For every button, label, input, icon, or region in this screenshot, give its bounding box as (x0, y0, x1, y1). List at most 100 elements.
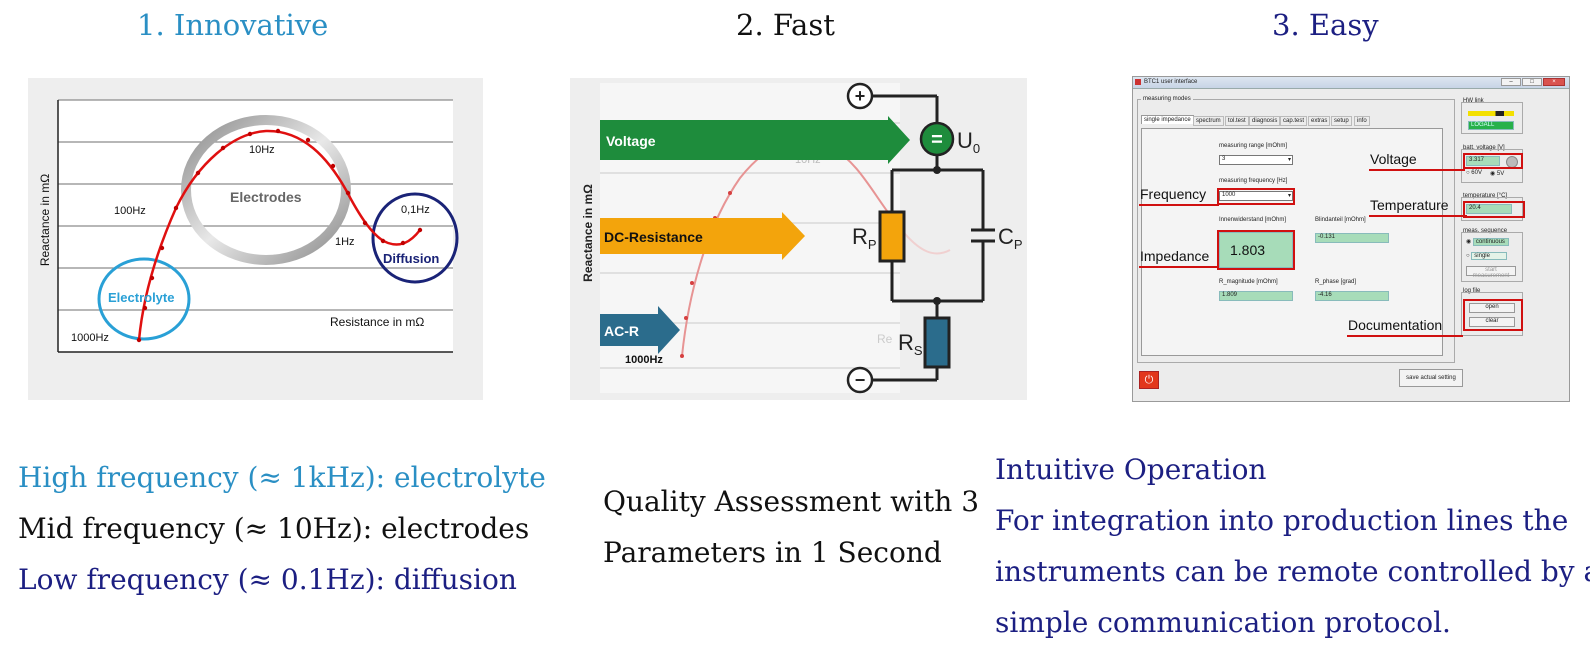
label-electrodes: Electrodes (230, 189, 302, 205)
annotation-frequency: Frequency (1140, 186, 1207, 202)
rs-label: RS (898, 330, 923, 358)
circuit-diagram-panel: Reactance in mΩ 10Hz 1000Hz Re Voltage D… (570, 78, 1027, 400)
annotation-documentation-line (1347, 335, 1463, 337)
annotation-frequency-line (1139, 204, 1219, 206)
measuring-modes-group (1137, 99, 1455, 363)
heading-innovative: 1. Innovative (137, 8, 329, 42)
battery-voltage-display: 3.317 (1466, 156, 1500, 166)
temperature-label: temperature [°C] (1463, 193, 1508, 199)
label-10hz: 10Hz (249, 144, 275, 156)
range-value: 3 (1222, 156, 1226, 162)
maximize-button[interactable]: □ (1522, 78, 1542, 86)
annotation-voltage-box (1463, 153, 1523, 169)
minimize-button[interactable]: – (1501, 78, 1521, 86)
faded-re-label: Re (877, 332, 893, 346)
r-phase-display: -4.16 (1315, 291, 1389, 301)
tab-diagnosis[interactable]: diagnosis (1249, 116, 1281, 126)
tab-info[interactable]: info (1354, 116, 1370, 126)
temperature-display: 20.4 (1466, 204, 1512, 214)
heading-fast: 2. Fast (736, 8, 835, 42)
rs-resistor (923, 316, 951, 369)
faded-curve-tail (899, 227, 951, 255)
chevron-down-icon: ▾ (1287, 193, 1291, 199)
option-5v[interactable]: ◉ 5V (1490, 171, 1505, 177)
gridlines (58, 99, 453, 311)
clear-button[interactable]: clear (1469, 317, 1515, 327)
annotation-temperature: Temperature (1370, 197, 1449, 213)
cp-capacitor (971, 228, 995, 243)
minus-sign: − (855, 370, 866, 390)
annotation-voltage: Voltage (1370, 151, 1417, 167)
label-electrolyte: Electrolyte (108, 290, 174, 305)
text-quality-line2: Parameters in 1 Second (603, 536, 942, 569)
label-1hz: 1Hz (335, 236, 355, 248)
r-phase-label: R_phase [grad] (1315, 279, 1357, 285)
chevron-down-icon: ▾ (1287, 157, 1291, 163)
text-high-frequency: High frequency (≈ 1kHz): electrolyte (18, 461, 546, 494)
power-icon[interactable]: ⏻ (1139, 371, 1159, 389)
option-60v[interactable]: ○ 60V (1466, 170, 1482, 176)
btc1-user-interface-window: BTC1 user interface – □ × measuring mode… (1132, 76, 1570, 402)
annotation-temperature-line (1369, 215, 1467, 217)
nyquist-diagram: Reactance in mΩ Resistance in mΩ 10Hz 10… (38, 99, 459, 353)
voltage-source-icon: = (919, 121, 955, 157)
sequence-single-radio[interactable]: ○ single (1466, 252, 1508, 260)
tab-single-impedance[interactable]: single impedance (1141, 115, 1194, 124)
r-magnitude-label: R_magnitude [mOhm] (1219, 279, 1278, 285)
r-magnitude-display: 1.809 (1219, 291, 1293, 301)
minus-terminal: − (846, 366, 874, 394)
tab-tol-test[interactable]: tol.test (1225, 116, 1249, 126)
frequency-value: 1000 (1222, 192, 1236, 198)
dc-resistance-arrow: DC-Resistance (600, 212, 805, 260)
sequence-group (1461, 232, 1523, 282)
label-1000hz: 1000Hz (71, 332, 109, 344)
measuring-modes-label: measuring modes (1141, 96, 1193, 102)
circuit-diagram: Reactance in mΩ 10Hz 1000Hz Re Voltage D… (581, 82, 1023, 394)
hw-link-group (1461, 102, 1523, 134)
tab-cap-test[interactable]: cap.test (1280, 116, 1308, 126)
tab-spectrum[interactable]: spectrum (1193, 116, 1224, 126)
annotation-documentation: Documentation (1348, 317, 1443, 333)
open-button[interactable]: open (1469, 303, 1515, 313)
window-title: BTC1 user interface (1144, 79, 1198, 85)
battery-voltage-label: batt. voltage [V] (1463, 145, 1505, 151)
text-intuitive-line1: For integration into production lines th… (995, 504, 1569, 537)
frequency-select[interactable]: 1000 ▾ (1219, 191, 1293, 201)
close-button[interactable]: × (1543, 78, 1565, 86)
sequence-continuous-radio[interactable]: ◉ continuous (1466, 238, 1509, 246)
save-setting-button[interactable]: save actual setting (1399, 369, 1463, 387)
rp-label: RP (852, 224, 877, 252)
voltage-arrow-label: Voltage (606, 133, 656, 149)
circuit-nodes (933, 166, 941, 305)
range-label: measuring range [mOhm] (1219, 143, 1288, 149)
reactance-label: Blindanteil [mOhm] (1315, 217, 1366, 223)
heading-easy: 3. Easy (1272, 8, 1379, 42)
text-intuitive-line3: simple communication protocol. (995, 606, 1451, 639)
sequence-label: meas. sequence (1463, 228, 1508, 234)
window-app-icon (1135, 79, 1141, 85)
temperature-group (1461, 197, 1523, 221)
window-titlebar: BTC1 user interface – □ × (1133, 77, 1569, 89)
start-measurement-button[interactable]: start measurement (1466, 266, 1516, 279)
tab-setup[interactable]: setup (1331, 116, 1352, 126)
y-axis-label: Reactance in mΩ (38, 174, 52, 266)
label-diffusion: Diffusion (383, 251, 439, 266)
annotation-impedance: Impedance (1140, 248, 1210, 264)
text-quality-line1: Quality Assessment with 3 (603, 485, 980, 518)
acr-arrow-label: AC-R (604, 323, 639, 339)
inner-resistance-display: 1.803 (1219, 232, 1293, 268)
text-intuitive-title: Intuitive Operation (995, 453, 1267, 486)
inner-resistance-label: Innenwiderstand [mOhm] (1219, 217, 1287, 223)
plus-sign: + (855, 86, 866, 106)
acr-arrow: AC-R (600, 306, 680, 354)
annotation-voltage-line (1369, 169, 1465, 171)
annotation-frequency-box (1217, 188, 1295, 205)
curve-points (136, 128, 423, 343)
annotation-impedance-line (1139, 266, 1219, 268)
range-select[interactable]: 3▾ (1219, 155, 1293, 165)
reactance-display: -0.131 (1315, 233, 1389, 243)
log-file-label: log file (1463, 288, 1481, 294)
hw-link-label: HW link (1463, 98, 1484, 104)
tab-extras[interactable]: extras (1308, 116, 1331, 126)
nyquist-diagram-panel: Reactance in mΩ Resistance in mΩ 10Hz 10… (28, 78, 483, 400)
